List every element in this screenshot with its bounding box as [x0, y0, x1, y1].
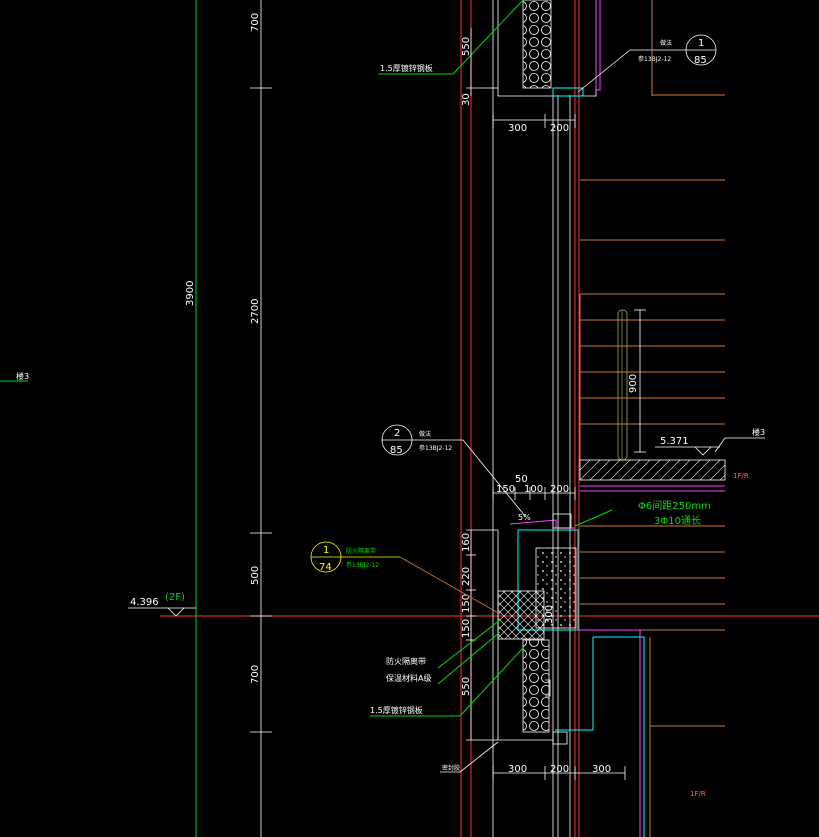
lower-bottom-dim-chain [492, 766, 626, 780]
mid-dim-150: 150 [496, 484, 515, 495]
upper-panel [378, 0, 601, 128]
upper-dim-550: 550 [461, 37, 472, 56]
elevation-2f-value: 4.396 [130, 597, 159, 608]
lower-dim-300-vertical: 300 [544, 605, 555, 624]
left-finish-label: 楼3 [16, 371, 29, 381]
dim-top-700: 700 [250, 13, 261, 32]
sill-flashing [509, 509, 613, 529]
railing-height: 900 [628, 374, 639, 393]
callout-mid [381, 424, 526, 517]
fire-barrier-label: 防火隔离带 [386, 656, 426, 666]
dim-total-3900: 3900 [185, 281, 196, 306]
mid-dim-100: 100 [524, 484, 543, 495]
lower-bottom-dim-300b: 300 [592, 764, 611, 775]
callout-top-note: 做法 [660, 39, 672, 47]
lower-steel-plate-label: 1.5厚镀锌钢板 [370, 705, 423, 715]
lower-vdim-550: 550 [461, 677, 472, 696]
callout-top-number: 1 [698, 38, 704, 49]
slab-elevation: 5.371 [660, 436, 689, 447]
callout-top [577, 34, 717, 93]
mid-dim-50: 50 [515, 474, 528, 485]
elevation-2f-tag: (2F) [165, 592, 185, 603]
railing-area [579, 293, 725, 461]
elevation-marker-2f [128, 607, 196, 617]
floor-slab [579, 437, 765, 492]
slab-room-label: 1F/R [733, 472, 749, 480]
right-upper-structure [580, 0, 725, 241]
mid-dimension-chain [492, 487, 576, 500]
lower-vdim-220: 220 [461, 567, 472, 586]
callout-mid-atlas: 参13BJ2-12 [419, 444, 452, 452]
callout-left [310, 541, 501, 615]
dim-500: 500 [250, 566, 261, 585]
dim-2700: 2700 [250, 299, 261, 324]
upper-bottom-dim-200: 200 [550, 123, 569, 134]
lower-vdim-160: 160 [461, 533, 472, 552]
wall-structure [460, 0, 580, 837]
mid-slope: 5% [518, 513, 531, 522]
callout-left-atlas: 参13BJ2-12 [346, 561, 379, 569]
callout-top-sheet: 85 [694, 55, 707, 66]
dim-bottom-700: 700 [250, 665, 261, 684]
rebar-note-1: Φ6间距250mm [638, 499, 711, 512]
upper-bottom-dim-300: 300 [508, 123, 527, 134]
mid-dim-200: 200 [550, 484, 569, 495]
sealant-label: 密封胶 [442, 764, 460, 772]
callout-top-atlas: 参13BJ2-12 [638, 55, 671, 63]
lower-vdim-150b: 150 [461, 619, 472, 638]
lower-bottom-dim-300a: 300 [508, 764, 527, 775]
callout-mid-number: 2 [394, 428, 400, 439]
insulation-label: 保温材料A级 [386, 673, 431, 683]
lower-bottom-dim-200: 200 [550, 764, 569, 775]
dimension-chain-left [195, 0, 272, 837]
lower-room-label: 1F/R [690, 790, 706, 798]
fire-barrier [497, 590, 545, 640]
upper-steel-plate-label: 1.5厚镀锌钢板 [380, 63, 433, 73]
lower-vdim-150a: 150 [461, 594, 472, 613]
callout-mid-note: 做法 [419, 430, 431, 438]
lower-leaders [370, 619, 524, 773]
callout-left-note: 防火隔离带 [346, 547, 376, 555]
callout-mid-sheet: 85 [390, 445, 403, 456]
callout-left-sheet: 74 [319, 562, 332, 573]
rebar-note-2: 3Φ10通长 [654, 515, 701, 527]
slab-finish-label: 楼3 [752, 427, 765, 437]
upper-dim-30: 30 [461, 93, 472, 106]
callout-left-number: 1 [323, 545, 329, 556]
lower-vertical-dims [466, 529, 498, 741]
